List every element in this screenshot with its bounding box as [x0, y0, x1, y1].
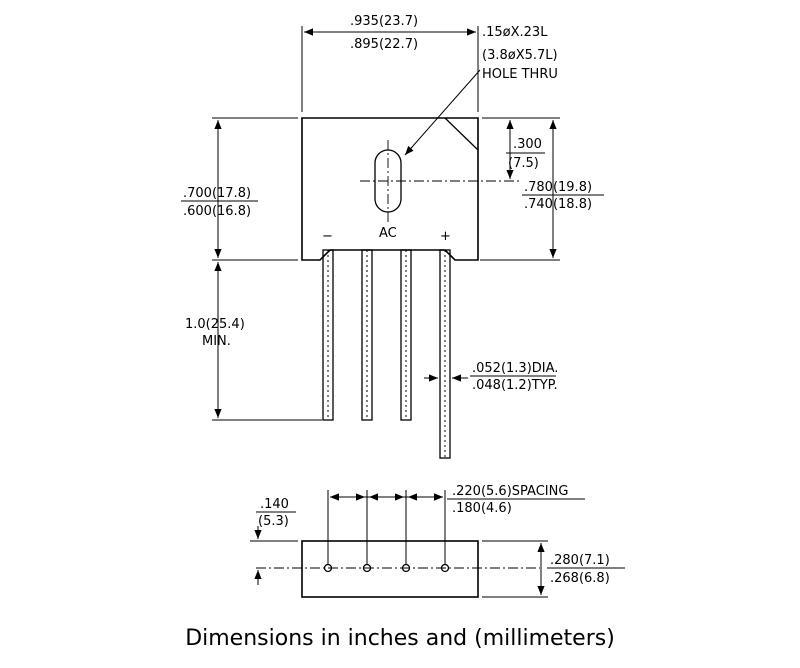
pin-spacing-max: .220(5.6)SPACING: [452, 484, 568, 499]
pin-spacing-min: .180(4.6): [452, 501, 512, 516]
corner-chamfer: [444, 117, 479, 151]
overall-height-max: .780(19.8): [524, 180, 592, 195]
hole-note-2: (3.8øX5.7L): [482, 48, 558, 63]
pin-label-plus: +: [440, 229, 451, 244]
lead-length-min: MIN.: [202, 334, 231, 349]
hole-note-1: .15øX.23L: [482, 25, 548, 40]
lead-dia-min: .048(1.2)TYP.: [472, 378, 558, 393]
pin-offset-mm: (5.3): [258, 514, 289, 529]
width-dim-min: .895(22.7): [350, 37, 418, 52]
hole-note-3: HOLE THRU: [482, 67, 558, 82]
body-height-min: .600(16.8): [183, 204, 251, 219]
hole-leader: [404, 69, 481, 156]
pin-label-ac: AC: [379, 226, 397, 241]
top-view: − AC + .935(23.7) .895(22.7) .15øX.23L (…: [181, 14, 604, 459]
overall-height-min: .740(18.8): [524, 197, 592, 212]
caption: Dimensions in inches and (millimeters): [185, 626, 615, 651]
bottom-view: .220(5.6)SPACING .180(4.6) .140 (5.3) .2…: [250, 484, 625, 598]
thickness-max: .280(7.1): [550, 553, 610, 568]
lead-length: 1.0(25.4): [185, 317, 245, 332]
lead-dia-max: .052(1.3)DIA.: [472, 361, 558, 376]
pin-offset-in: .140: [260, 497, 289, 512]
leads: [322, 249, 451, 459]
hole-offset-in: .300: [513, 137, 542, 152]
width-dim-max: .935(23.7): [350, 14, 418, 29]
hole-offset-mm: (7.5): [508, 156, 539, 171]
thickness-min: .268(6.8): [550, 571, 610, 586]
pin-markers: [323, 490, 450, 573]
pin-label-minus: −: [322, 229, 333, 244]
body-height-max: .700(17.8): [183, 186, 251, 201]
